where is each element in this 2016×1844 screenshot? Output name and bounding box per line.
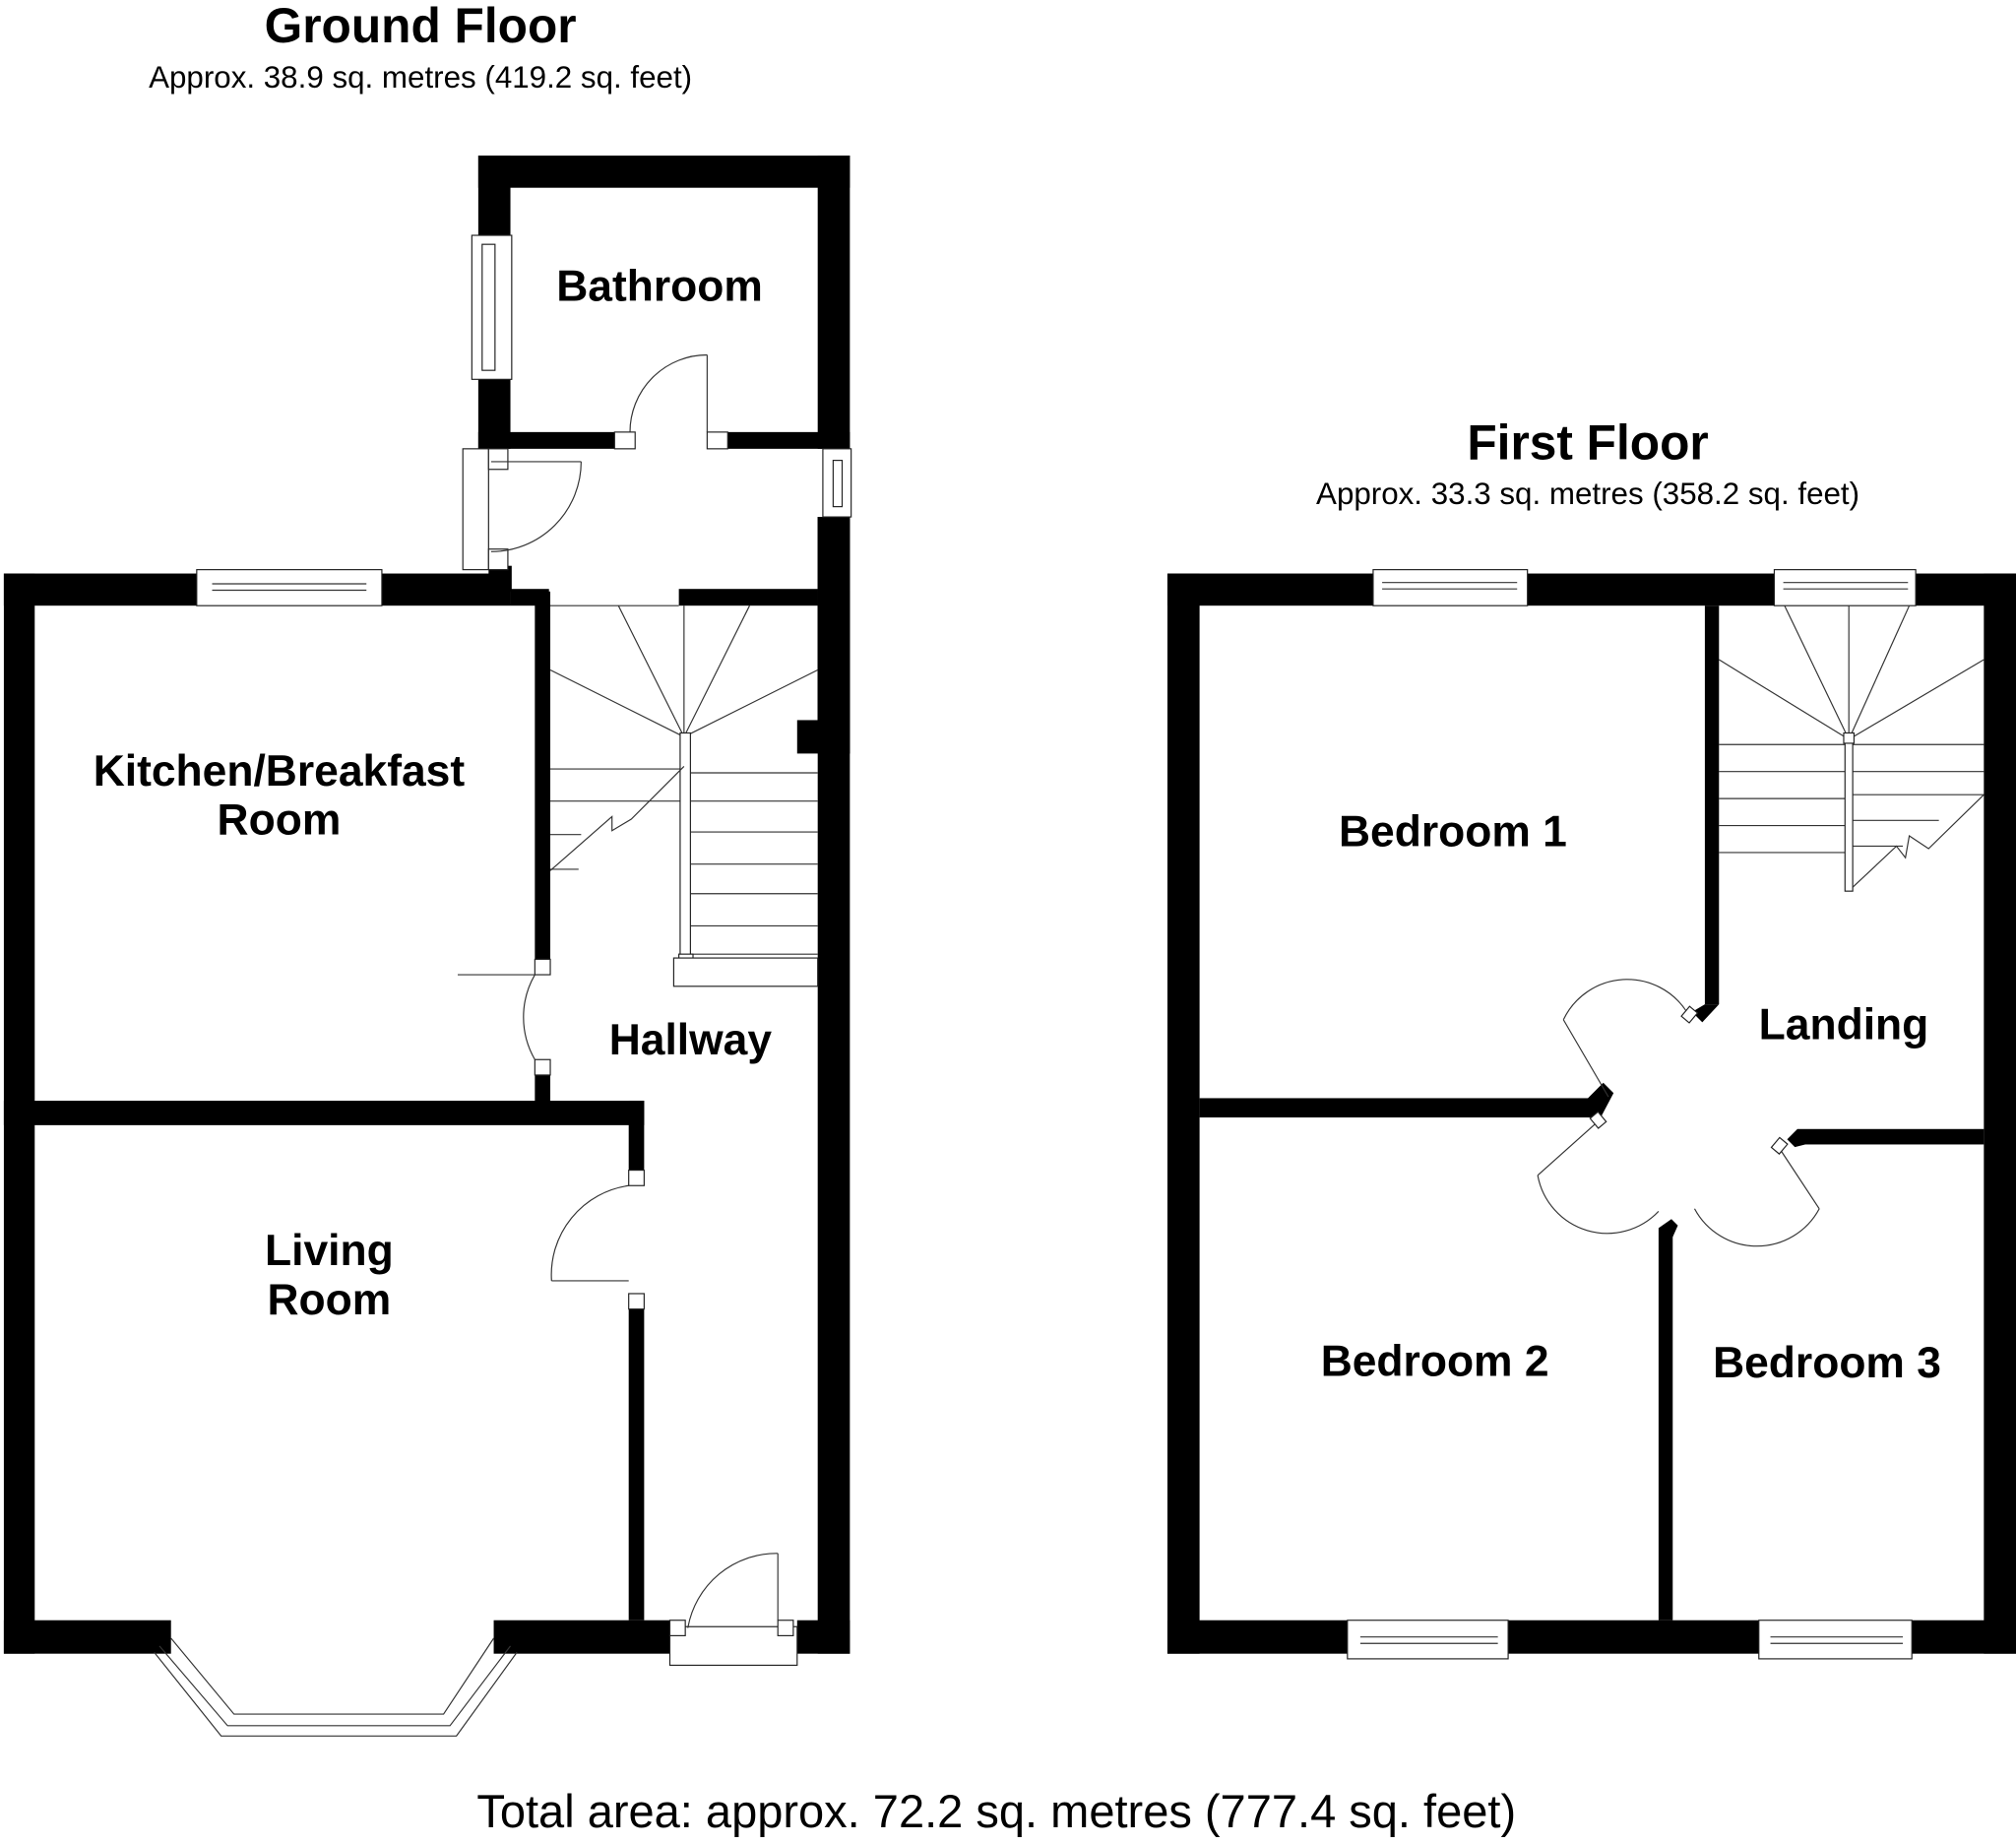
ground-floor-windows [154,234,852,1737]
room-label-hallway: Hallway [609,1016,773,1064]
room-label-bedroom2: Bedroom 2 [1321,1338,1549,1386]
first-floor-title: First Floor [1467,414,1708,470]
total-area: Total area: approx. 72.2 sq. metres (777… [476,1785,1516,1837]
first-floor-doors [1537,979,1820,1247]
room-label-bedroom1: Bedroom 1 [1339,807,1567,856]
room-label-bathroom: Bathroom [556,263,763,311]
first-floor-area: Approx. 33.3 sq. metres (358.2 sq. feet) [1316,477,1859,511]
ground-floor-staircase [549,604,819,987]
room-label-living-line2: Room [267,1276,391,1324]
first-floor-staircase [1718,604,1984,892]
room-label-kitchen-line1: Kitchen/Breakfast [94,747,466,795]
room-label-kitchen-line2: Room [218,796,342,845]
ground-floor-title: Ground Floor [265,0,577,53]
ground-floor-doors [457,353,794,1636]
first-floor-windows [1347,569,1917,1660]
first-floor-walls [1166,573,2016,1654]
ground-floor-area: Approx. 38.9 sq. metres (419.2 sq. feet) [149,60,692,95]
ground-floor-walls [3,156,850,1654]
room-label-bedroom3: Bedroom 3 [1713,1339,1941,1387]
room-label-landing: Landing [1759,1000,1929,1049]
room-label-living-line1: Living [265,1227,394,1275]
